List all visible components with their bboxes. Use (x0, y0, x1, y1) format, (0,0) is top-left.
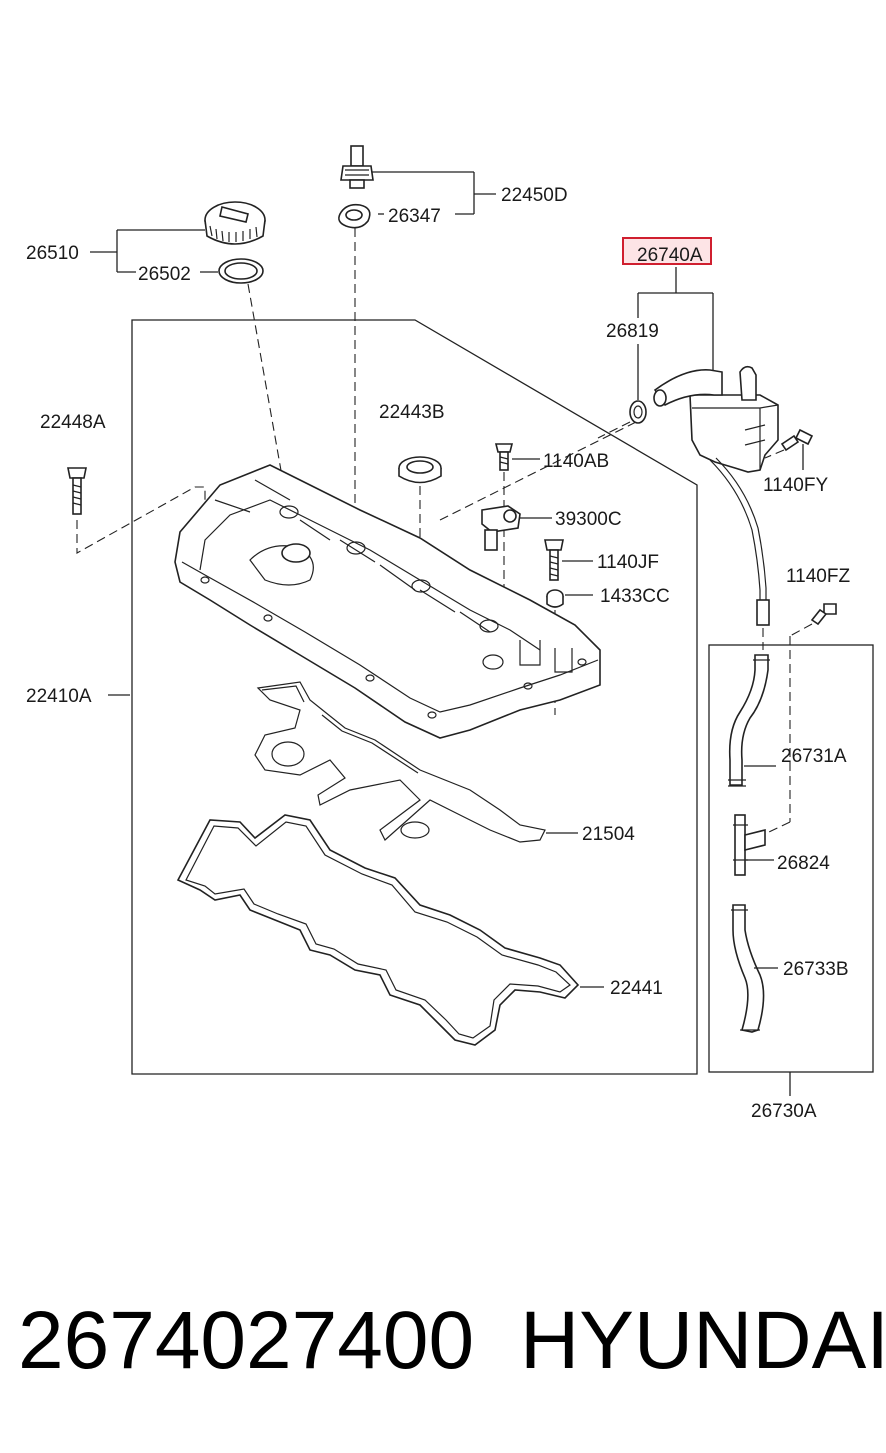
label-26510: 26510 (26, 243, 79, 264)
label-26502: 26502 (138, 264, 191, 285)
bolt-1140ab (494, 443, 514, 471)
label-1140FZ: 1140FZ (786, 566, 850, 587)
oil-filler-cap (204, 201, 266, 245)
label-26824: 26824 (777, 853, 830, 874)
bolt-1140fy (780, 428, 814, 452)
bolt-1140fz (810, 603, 837, 626)
hose-26733b (731, 904, 765, 1033)
valve-cover (174, 464, 601, 739)
pipe-26824 (733, 814, 766, 876)
label-26819: 26819 (606, 321, 659, 342)
label-26740A[interactable]: 26740A (637, 245, 703, 266)
label-26731A: 26731A (781, 746, 847, 767)
cap-gasket-ring (218, 258, 264, 284)
washer-1433cc (546, 589, 564, 608)
label-26730A: 26730A (751, 1101, 817, 1122)
oil-separator (653, 365, 779, 473)
cam-sensor (481, 505, 521, 551)
label-22441: 22441 (610, 978, 663, 999)
pcv-grommet (338, 203, 371, 229)
label-39300C: 39300C (555, 509, 622, 530)
label-26733B: 26733B (783, 959, 849, 980)
oring-26819 (629, 400, 647, 424)
label-1140FY: 1140FY (763, 475, 828, 496)
bolt-1140jf (544, 539, 564, 581)
hose-26731a (728, 654, 770, 787)
cover-gasket (176, 814, 580, 1046)
footer-brand: HYUNDAI (520, 1295, 886, 1386)
label-21504: 21504 (582, 824, 635, 845)
bolt-22448a (67, 467, 87, 515)
footer-part-number: 2674027400 (18, 1295, 474, 1386)
plug-well-gasket (254, 681, 546, 843)
plug-seal (398, 456, 442, 484)
highlight-box (622, 237, 712, 265)
pcv-valve (340, 145, 374, 189)
label-22450D: 22450D (501, 185, 568, 206)
label-1433CC: 1433CC (600, 586, 670, 607)
cover-assembly-frame (131, 319, 698, 1075)
label-26347: 26347 (388, 206, 441, 227)
label-22410A: 22410A (26, 686, 92, 707)
hose-assembly-frame (708, 644, 874, 1073)
label-1140AB: 1140AB (543, 451, 609, 472)
label-1140JF: 1140JF (597, 552, 659, 573)
label-22443B: 22443B (379, 402, 445, 423)
label-22448A: 22448A (40, 412, 106, 433)
